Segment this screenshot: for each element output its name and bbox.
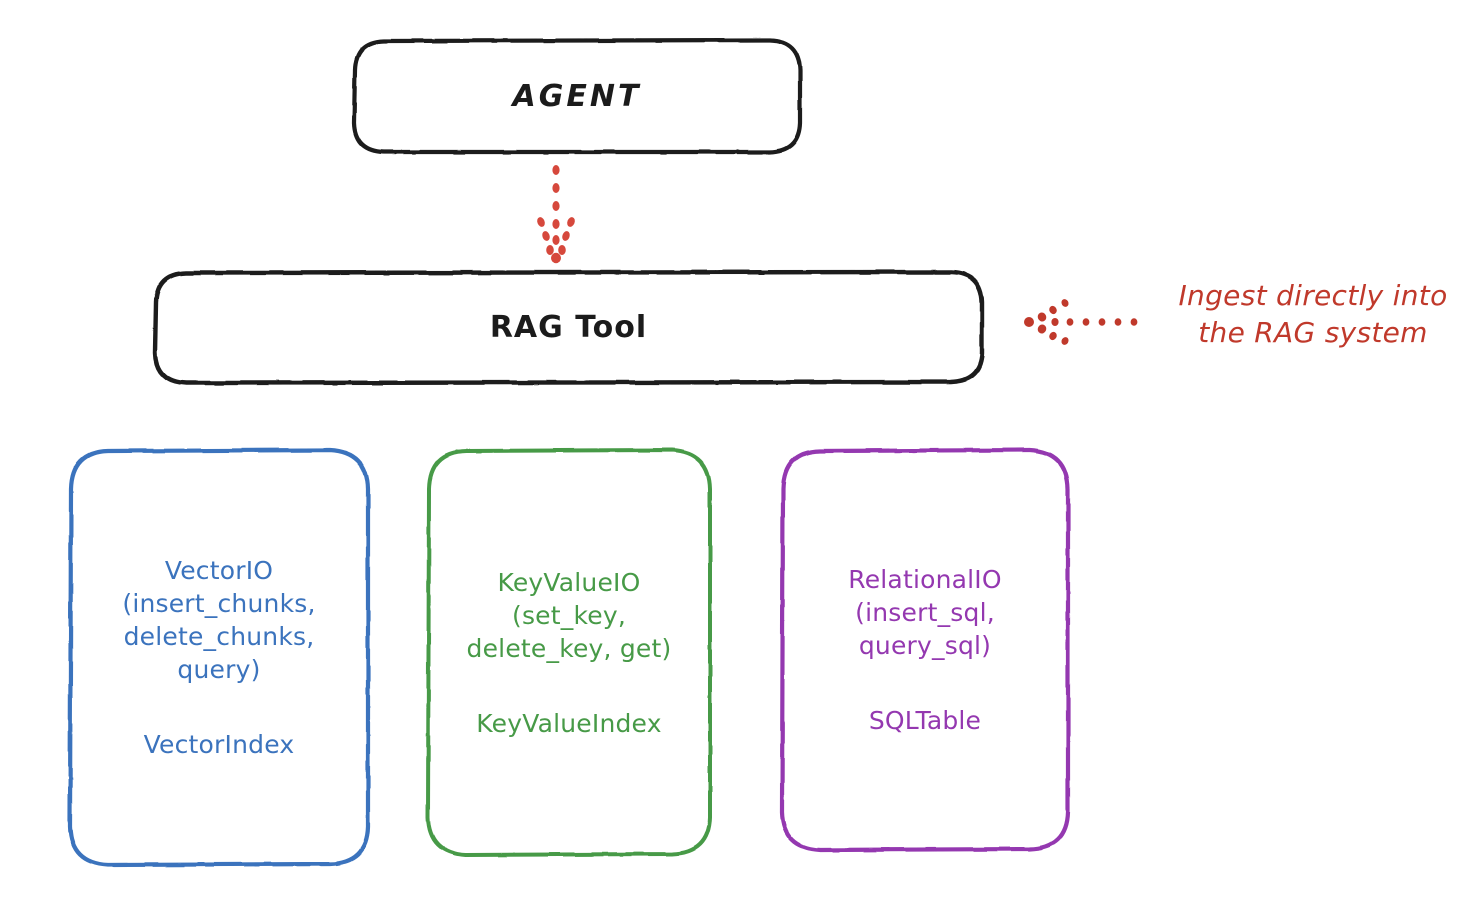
key-value-io-api-label: KeyValueIO (set_key, delete_key, get) xyxy=(466,567,672,663)
ingest-annotation: Ingest directly into the RAG system xyxy=(1178,279,1448,349)
key-value-io-index-label: KeyValueIndex xyxy=(476,708,662,738)
node-key-value-io[interactable]: KeyValueIO (set_key, delete_key, get) Ke… xyxy=(428,450,710,855)
agent-to-rag-tool-arrow xyxy=(537,165,575,264)
vector-io-index-label: VectorIndex xyxy=(143,730,295,759)
ingest-pointer-arrow xyxy=(1024,299,1138,345)
vector-io-api-label: VectorIO (insert_chunks, delete_chunks, … xyxy=(122,556,316,684)
node-vector-io[interactable]: VectorIO (insert_chunks, delete_chunks, … xyxy=(70,450,368,865)
node-agent[interactable]: AGENT xyxy=(354,40,800,153)
relational-io-index-label: SQLTable xyxy=(868,706,982,735)
relational-io-api-label: RelationalIO (insert_sql, query_sql) xyxy=(848,565,1002,660)
rag-tool-label: RAG Tool xyxy=(489,310,648,345)
node-relational-io[interactable]: RelationalIO (insert_sql, query_sql) SQL… xyxy=(782,450,1068,850)
agent-label: AGENT xyxy=(512,79,642,114)
node-rag-tool[interactable]: RAG Tool xyxy=(155,272,982,383)
